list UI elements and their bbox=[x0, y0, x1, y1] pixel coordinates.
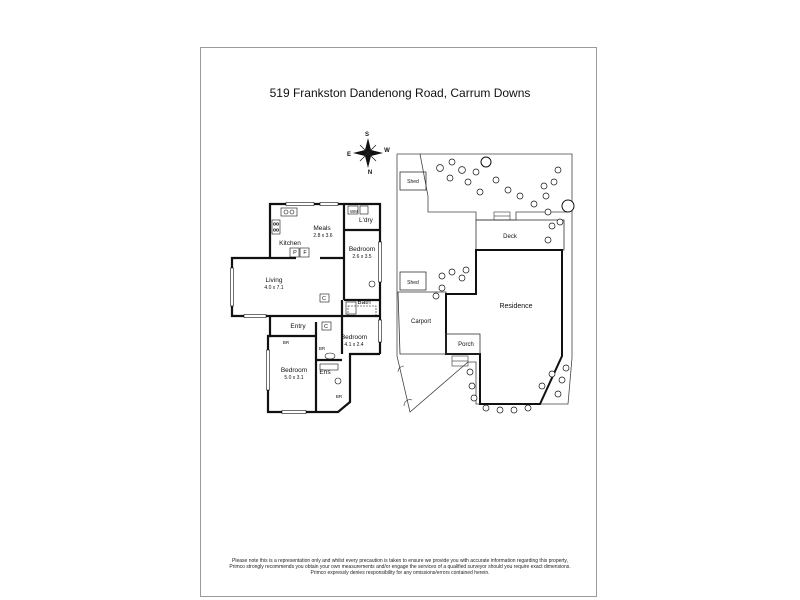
disclaimer-line-3: Primco expressly denies responsibility f… bbox=[310, 570, 490, 576]
site-boundary bbox=[396, 153, 573, 413]
cupboard-label-living: C bbox=[322, 296, 326, 302]
compass-w-label: W bbox=[384, 148, 390, 154]
disclaimer: Please note this is a representation onl… bbox=[0, 558, 800, 576]
house-walls bbox=[230, 202, 382, 414]
meals-label: Meals bbox=[313, 225, 331, 232]
porch-label: Porch bbox=[458, 342, 474, 348]
residence bbox=[445, 249, 563, 405]
plan-sheet bbox=[200, 47, 597, 597]
robe-label-hall: BR bbox=[319, 346, 326, 351]
ensuite-label: Ens bbox=[319, 369, 331, 376]
cupboard-label-hall: C bbox=[324, 324, 328, 330]
compass-s-label: S bbox=[365, 132, 369, 138]
bedroom-3-dimensions: 5.0 x 3.1 bbox=[284, 375, 303, 381]
windows bbox=[230, 202, 382, 414]
pantry-label: P bbox=[293, 250, 297, 256]
robe-label-bedroom-3: BR bbox=[283, 340, 290, 345]
disclaimer-line-1: Please note this is a representation onl… bbox=[232, 558, 568, 564]
kitchen-label: Kitchen bbox=[279, 240, 301, 247]
meals-dimensions: 2.8 x 3.6 bbox=[313, 233, 332, 239]
deck-label: Deck bbox=[503, 234, 518, 240]
bedroom-1-dimensions: 2.6 x 3.5 bbox=[352, 254, 371, 260]
robe-label-ensuite: BR bbox=[336, 394, 343, 399]
bedroom-3-label: Bedroom bbox=[281, 367, 307, 374]
compass-e-label: E bbox=[347, 152, 351, 158]
shed-top-label: Shed bbox=[407, 179, 419, 185]
bedroom-2-dimensions: 4.1 x 2.4 bbox=[344, 342, 363, 348]
shed-middle bbox=[399, 271, 427, 291]
wm-label: WM bbox=[350, 209, 358, 214]
bath-label: Bath bbox=[357, 299, 371, 306]
compass-n-label: N bbox=[368, 170, 372, 176]
bedroom-1-label: Bedroom bbox=[349, 246, 375, 253]
compass-icon bbox=[353, 138, 383, 168]
entry-label: Entry bbox=[290, 323, 306, 330]
carport-label: Carport bbox=[411, 319, 431, 325]
bedroom-2-label: Bedroom bbox=[341, 334, 367, 341]
living-dimensions: 4.0 x 7.1 bbox=[264, 285, 283, 291]
shed-middle-label: Shed bbox=[407, 280, 419, 286]
residence-label: Residence bbox=[499, 303, 532, 310]
tree-icons bbox=[432, 156, 575, 414]
page-title: 519 Frankston Dandenong Road, Carrum Dow… bbox=[269, 86, 531, 100]
laundry-label: L'dry bbox=[359, 217, 374, 224]
steps bbox=[397, 211, 511, 407]
kitchen-fittings bbox=[271, 205, 377, 385]
shed-top bbox=[399, 171, 427, 191]
porch bbox=[445, 333, 481, 355]
disclaimer-line-2: Primco strongly recommends you obtain yo… bbox=[229, 564, 571, 570]
living-label: Living bbox=[266, 277, 283, 284]
fridge-label: F bbox=[303, 250, 307, 256]
